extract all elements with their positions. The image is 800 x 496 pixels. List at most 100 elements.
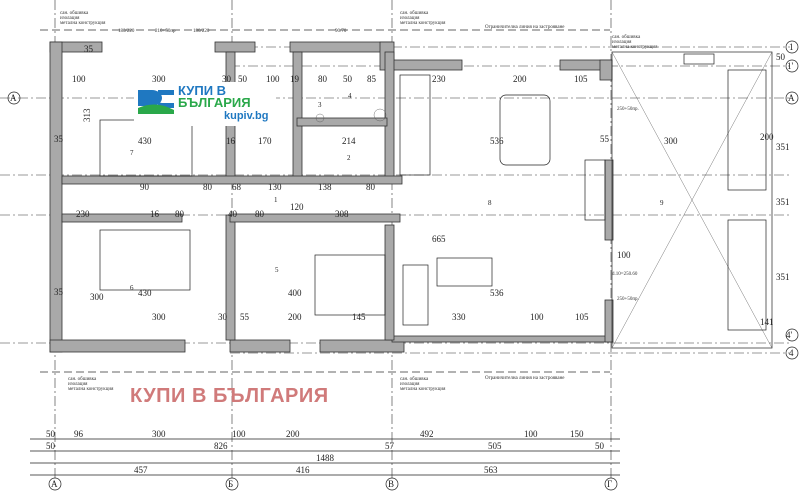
- svg-text:7: 7: [130, 149, 134, 157]
- svg-text:105: 105: [574, 74, 588, 84]
- svg-text:метална конструкция: метална конструкция: [400, 21, 446, 26]
- svg-text:351: 351: [776, 142, 790, 152]
- svg-text:сан. обшивка: сан. обшивка: [60, 11, 89, 16]
- sofa: [402, 264, 429, 326]
- svg-text:300: 300: [152, 312, 166, 322]
- svg-text:6: 6: [130, 284, 134, 292]
- svg-text:Г: Г: [607, 479, 612, 489]
- logo-mark-icon: [138, 90, 174, 114]
- logo-line2: БЪЛГАРИЯ: [178, 95, 251, 110]
- svg-text:250+50пр.: 250+50пр.: [617, 297, 639, 302]
- svg-text:130: 130: [268, 182, 282, 192]
- svg-text:4: 4: [789, 348, 794, 358]
- svg-text:90: 90: [140, 182, 150, 192]
- svg-text:40: 40: [228, 209, 238, 219]
- svg-text:100: 100: [617, 250, 631, 260]
- logo-domain: kupiv.bg: [224, 110, 269, 122]
- svg-text:96: 96: [74, 429, 84, 439]
- svg-text:1: 1: [274, 196, 278, 204]
- svg-text:330: 330: [452, 312, 466, 322]
- svg-text:505: 505: [488, 441, 502, 451]
- svg-text:8: 8: [488, 199, 492, 207]
- svg-text:В: В: [388, 479, 394, 489]
- svg-text:16: 16: [150, 209, 160, 219]
- svg-text:изолация: изолация: [612, 40, 632, 45]
- svg-text:19: 19: [290, 74, 300, 84]
- svg-text:308: 308: [335, 209, 349, 219]
- svg-text:536: 536: [490, 136, 504, 146]
- svg-text:4': 4': [786, 330, 793, 340]
- svg-text:180/220: 180/220: [118, 29, 135, 34]
- bed-3: [314, 254, 386, 316]
- svg-text:35: 35: [54, 287, 64, 297]
- svg-text:85: 85: [367, 74, 377, 84]
- svg-text:50: 50: [46, 429, 56, 439]
- svg-text:сан. обшивка: сан. обшивка: [400, 11, 429, 16]
- svg-text:16: 16: [226, 136, 236, 146]
- watermark: КУПИ В БЪЛГАРИЯ: [130, 385, 329, 407]
- svg-text:300: 300: [664, 136, 678, 146]
- svg-text:200: 200: [288, 312, 302, 322]
- svg-text:50: 50: [46, 441, 56, 451]
- svg-text:492: 492: [420, 429, 434, 439]
- svg-text:300: 300: [90, 292, 104, 302]
- svg-text:50: 50: [343, 74, 353, 84]
- svg-text:230: 230: [432, 74, 446, 84]
- svg-text:100: 100: [530, 312, 544, 322]
- svg-text:826: 826: [214, 441, 228, 451]
- svg-text:3: 3: [318, 101, 322, 109]
- svg-text:214: 214: [342, 136, 356, 146]
- walls: [49, 41, 614, 353]
- bed-2: [99, 229, 191, 291]
- construction-notes: сан. обшивка изолация метална конструкци…: [60, 11, 658, 392]
- room-numbers: 1 2 3 4 5 6 7 8 9: [130, 92, 664, 292]
- svg-text:100: 100: [266, 74, 280, 84]
- bed-1: [99, 119, 193, 177]
- interior-dimensions: 100 300 30 50 100 19 80 50 85 430 16 170…: [54, 44, 790, 327]
- svg-text:метална конструкция: метална конструкция: [612, 45, 658, 50]
- svg-text:210+50пр: 210+50пр: [155, 29, 176, 34]
- svg-text:80: 80: [175, 209, 185, 219]
- limit-line-label-bottom: Ограничителна линия на застрояване: [485, 376, 565, 381]
- dimension-chains: 50 96 300 100 200 492 100 150 50 826 57 …: [30, 429, 620, 476]
- svg-text:4: 4: [348, 92, 352, 100]
- svg-text:метална конструкция: метална конструкция: [60, 21, 106, 26]
- svg-text:35: 35: [84, 44, 94, 54]
- svg-text:351: 351: [776, 272, 790, 282]
- svg-text:80: 80: [255, 209, 265, 219]
- svg-text:50: 50: [238, 74, 248, 84]
- svg-text:230: 230: [76, 209, 90, 219]
- svg-text:А: А: [51, 479, 58, 489]
- svg-text:50: 50: [776, 52, 786, 62]
- svg-text:изолация: изолация: [400, 382, 420, 387]
- svg-text:180/220: 180/220: [193, 29, 210, 34]
- svg-text:536: 536: [490, 288, 504, 298]
- svg-text:145: 145: [352, 312, 366, 322]
- svg-text:400: 400: [288, 288, 302, 298]
- svg-text:80: 80: [366, 182, 376, 192]
- dining-table: [499, 94, 551, 166]
- svg-text:Б: Б: [228, 479, 233, 489]
- svg-text:метална конструкция: метална конструкция: [68, 387, 114, 392]
- svg-text:изолация: изолация: [400, 16, 420, 21]
- svg-text:150: 150: [570, 429, 584, 439]
- svg-text:457: 457: [134, 465, 148, 475]
- svg-text:665: 665: [432, 234, 446, 244]
- svg-text:1': 1': [787, 61, 794, 71]
- svg-text:50: 50: [595, 441, 605, 451]
- svg-text:141: 141: [760, 317, 774, 327]
- sofa-table: [436, 257, 493, 287]
- limit-line-label-top: Ограничителна линия на застрояване: [485, 25, 565, 30]
- svg-text:30: 30: [218, 312, 228, 322]
- svg-text:430: 430: [138, 136, 152, 146]
- axis-lines: [0, 0, 790, 480]
- svg-text:250+50пр.: 250+50пр.: [617, 107, 639, 112]
- axis-markers: А Б В Г 1 1' А 4' 4 А: [7, 40, 799, 491]
- tv-unit: [584, 159, 606, 221]
- svg-text:100: 100: [232, 429, 246, 439]
- svg-text:57: 57: [385, 441, 395, 451]
- svg-text:А: А: [10, 93, 17, 103]
- svg-text:метална конструкция: метална конструкция: [400, 387, 446, 392]
- svg-text:А: А: [788, 93, 795, 103]
